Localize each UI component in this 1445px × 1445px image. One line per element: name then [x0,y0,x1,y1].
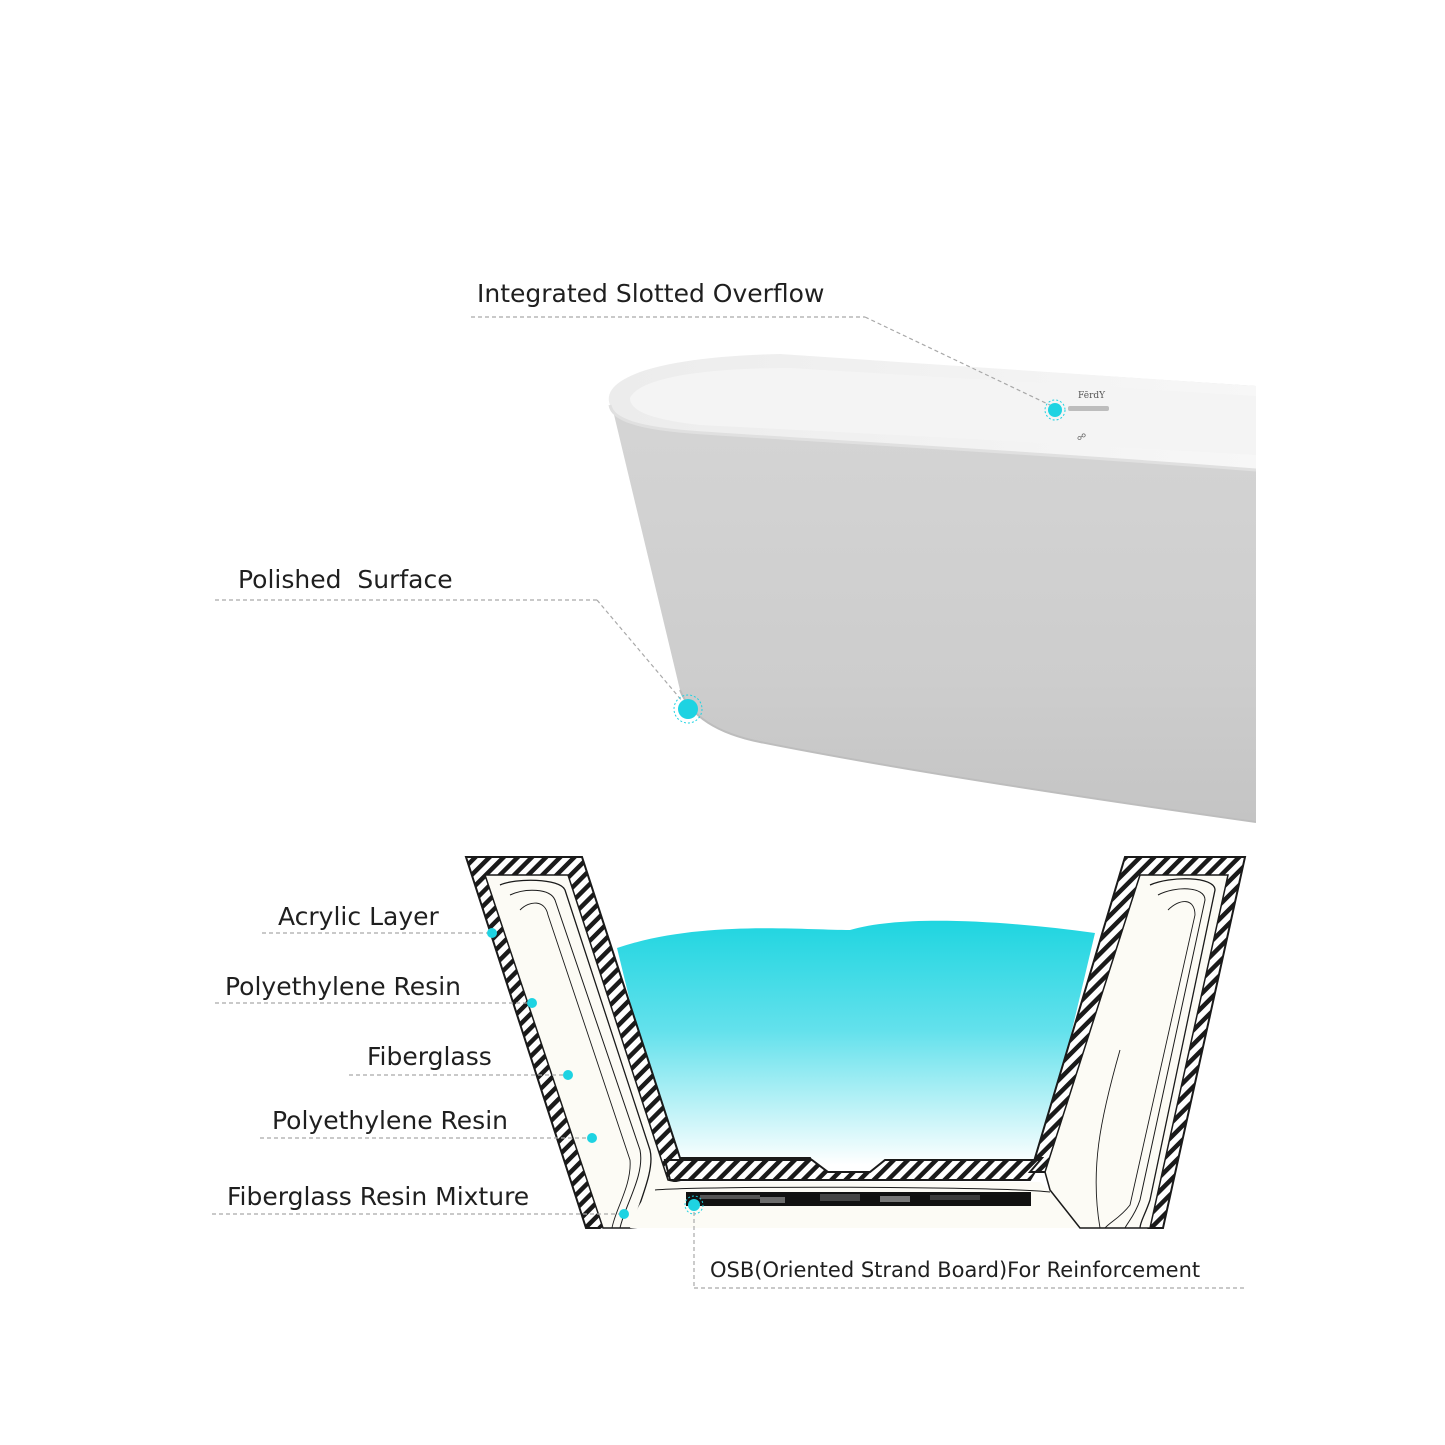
acrylic-marker-icon[interactable] [487,928,497,938]
resin-2-marker-icon[interactable] [587,1133,597,1143]
brand-logo: FērdY [1078,391,1106,401]
callout-osb: OSB(Oriented Strand Board)For Reinforcem… [684,1195,1245,1289]
fiberglass-marker-icon[interactable] [563,1070,573,1080]
callout-resin-1: Polyethylene Resin [215,972,537,1008]
mixture-marker-icon[interactable] [619,1209,629,1219]
label-surface: Polished Surface [238,565,453,594]
osb-marker-icon[interactable] [688,1199,700,1211]
callout-acrylic: Acrylic Layer [262,902,497,938]
callout-fiberglass: Fiberglass [349,1042,573,1080]
label-resin-1: Polyethylene Resin [225,972,461,1001]
cross-section [464,856,1247,1229]
label-resin-2: Polyethylene Resin [272,1106,508,1135]
label-fiberglass: Fiberglass [367,1042,492,1071]
water [617,920,1095,1165]
resin-1-marker-icon[interactable] [527,998,537,1008]
callout-mixture: Fiberglass Resin Mixture [212,1182,629,1219]
label-overflow: Integrated Slotted Overflow [477,279,824,308]
surface-marker-icon[interactable] [678,699,698,719]
callout-surface: Polished Surface [215,565,703,724]
right-wall-core [1044,874,1229,1229]
callout-overflow: Integrated Slotted Overflow [471,279,1066,421]
svg-text:☍: ☍ [1077,433,1086,443]
floor-shell [663,1159,1044,1181]
overflow-slot [1068,406,1109,411]
label-mixture: Fiberglass Resin Mixture [227,1182,529,1211]
callout-resin-2: Polyethylene Resin [260,1106,597,1143]
tub-body [610,356,1256,822]
label-acrylic: Acrylic Layer [278,902,439,931]
overflow-marker-icon[interactable] [1048,403,1062,417]
bathtub-illustration: FērdY ☍ [608,354,1256,823]
label-osb: OSB(Oriented Strand Board)For Reinforcem… [710,1258,1200,1282]
